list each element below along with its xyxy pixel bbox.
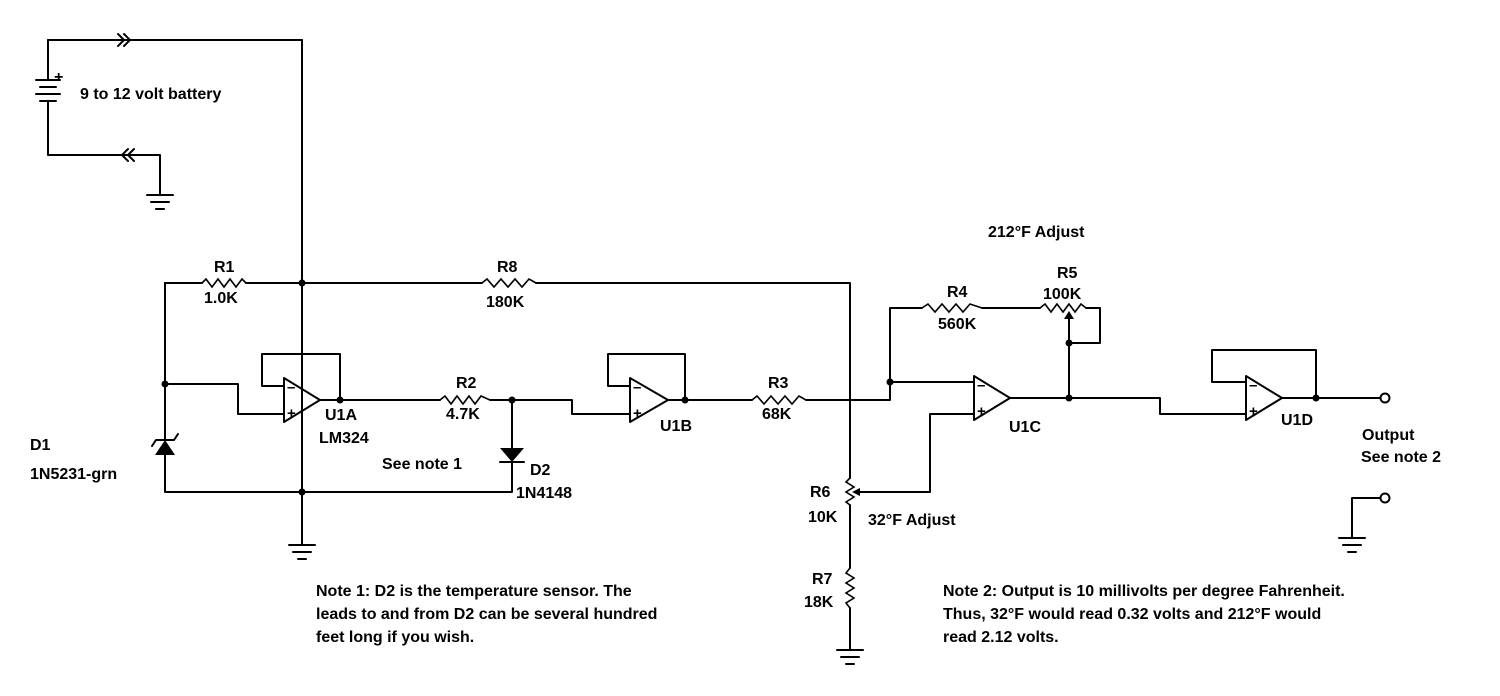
diode-d1-zener: D1 1N5231-grn bbox=[30, 433, 179, 483]
u1a-part: LM324 bbox=[319, 430, 369, 447]
resistor-r4: R4 560K bbox=[921, 284, 983, 333]
r3-value: 68K bbox=[762, 406, 792, 423]
output-terminals: Output See note 2 bbox=[1361, 392, 1441, 504]
ground-battery bbox=[146, 194, 174, 210]
d2-see-note: See note 1 bbox=[382, 456, 462, 473]
r1-value: 1.0K bbox=[204, 290, 238, 307]
battery: + 9 to 12 volt battery bbox=[35, 39, 303, 196]
u1c-plus: + bbox=[977, 403, 986, 420]
r8-ref: R8 bbox=[497, 259, 518, 276]
opamp-u1d: – + U1D bbox=[1245, 375, 1313, 429]
u1d-plus: + bbox=[1249, 403, 1258, 420]
u1b-minus: – bbox=[633, 379, 641, 396]
r1-ref: R1 bbox=[214, 259, 235, 276]
opamp-u1c: – + U1C bbox=[973, 375, 1041, 436]
d1-ref: D1 bbox=[30, 437, 51, 454]
r5-ref: R5 bbox=[1057, 265, 1078, 282]
opamp-u1b: – + U1B bbox=[629, 377, 692, 435]
r4-ref: R4 bbox=[947, 284, 968, 301]
junction-dots bbox=[161, 279, 1320, 496]
d2-part: 1N4148 bbox=[516, 485, 572, 502]
r7-value: 18K bbox=[804, 594, 834, 611]
resistor-r3: R3 68K bbox=[751, 375, 807, 423]
r6-value: 10K bbox=[808, 509, 838, 526]
resistor-r8: R8 180K bbox=[481, 259, 537, 311]
r5-value: 100K bbox=[1043, 286, 1082, 303]
u1b-ref: U1B bbox=[660, 418, 692, 435]
note2-line2: Thus, 32°F would read 0.32 volts and 212… bbox=[943, 606, 1321, 623]
note1-line1: Note 1: D2 is the temperature sensor. Th… bbox=[316, 583, 632, 600]
r7-ref: R7 bbox=[812, 571, 833, 588]
battery-label: 9 to 12 volt battery bbox=[80, 86, 221, 103]
note-1: Note 1: D2 is the temperature sensor. Th… bbox=[316, 583, 657, 646]
r3-ref: R3 bbox=[768, 375, 789, 392]
u1a-plus: + bbox=[287, 405, 296, 422]
note1-line3: feet long if you wish. bbox=[316, 629, 474, 646]
resistor-r6: R6 10K 32°F Adjust bbox=[808, 477, 956, 529]
u1a-ref: U1A bbox=[325, 407, 357, 424]
r6-adjust-label: 32°F Adjust bbox=[868, 512, 956, 529]
resistor-r2: R2 4.7K bbox=[439, 375, 491, 423]
u1d-ref: U1D bbox=[1281, 412, 1313, 429]
ground-output bbox=[1338, 537, 1366, 553]
opamp-u1a: – + U1A LM324 bbox=[283, 377, 369, 447]
r2-ref: R2 bbox=[456, 375, 477, 392]
r4-value: 560K bbox=[938, 316, 977, 333]
u1c-minus: – bbox=[977, 377, 985, 394]
r6-ref: R6 bbox=[810, 484, 831, 501]
connector-top bbox=[117, 33, 131, 47]
output-see-note: See note 2 bbox=[1361, 449, 1441, 466]
resistor-r1: R1 1.0K bbox=[201, 259, 247, 307]
ground-r7 bbox=[836, 649, 864, 665]
note2-line1: Note 2: Output is 10 millivolts per degr… bbox=[943, 583, 1345, 600]
r5-adjust-label: 212°F Adjust bbox=[988, 224, 1085, 241]
resistor-r5: R5 100K 212°F Adjust bbox=[988, 224, 1087, 329]
u1c-ref: U1C bbox=[1009, 419, 1041, 436]
r2-value: 4.7K bbox=[446, 406, 480, 423]
note2-line3: read 2.12 volts. bbox=[943, 629, 1059, 646]
note1-line2: leads to and from D2 can be several hund… bbox=[316, 606, 657, 623]
r8-value: 180K bbox=[486, 294, 525, 311]
battery-plus-sign: + bbox=[54, 69, 63, 86]
d2-ref: D2 bbox=[530, 462, 551, 479]
wires bbox=[164, 39, 1381, 651]
output-label: Output bbox=[1362, 427, 1415, 444]
resistor-r7: R7 18K bbox=[804, 567, 856, 611]
note-2: Note 2: Output is 10 millivolts per degr… bbox=[943, 583, 1345, 646]
d1-part: 1N5231-grn bbox=[30, 466, 117, 483]
diode-d2-sensor: D2 1N4148 See note 1 bbox=[382, 448, 572, 502]
ground-u1a bbox=[288, 544, 316, 560]
u1a-minus: – bbox=[287, 379, 295, 396]
u1d-minus: – bbox=[1249, 377, 1257, 394]
u1b-plus: + bbox=[633, 405, 642, 422]
connector-bottom bbox=[121, 148, 135, 162]
